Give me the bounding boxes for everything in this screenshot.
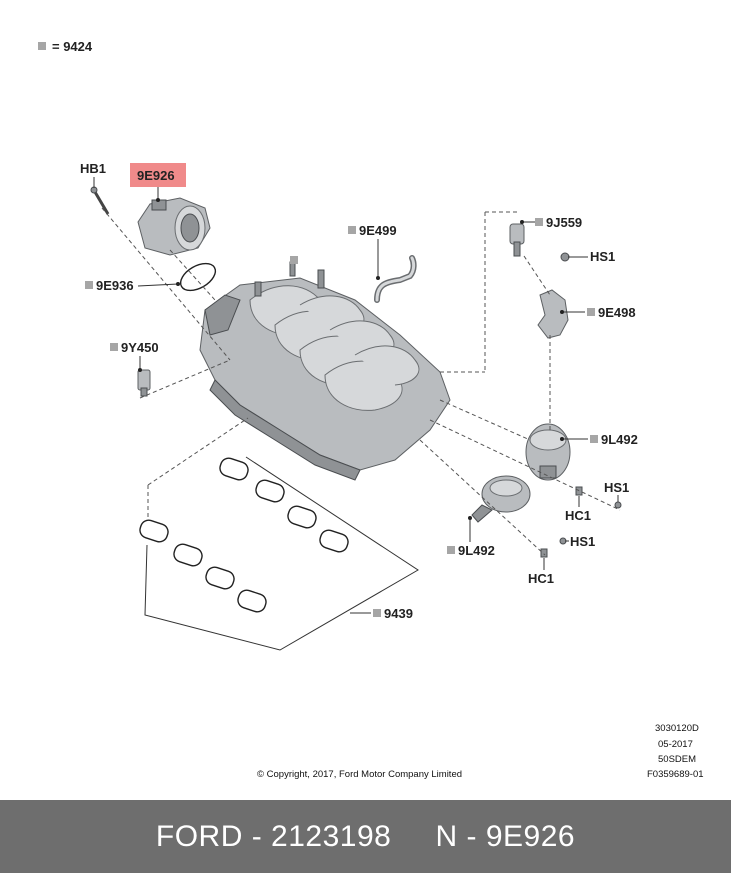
copyright-text: © Copyright, 2017, Ford Motor Company Li… bbox=[257, 769, 462, 780]
callout-square-icon bbox=[110, 343, 118, 351]
footer-bar: FORD - 2123198 N - 9E926 bbox=[0, 800, 731, 873]
callout-9e498: 9E498 bbox=[598, 305, 636, 320]
throttle-body-illustration bbox=[137, 197, 211, 256]
footer-part-number: FORD - 2123198 N - 9E926 bbox=[155, 819, 576, 853]
legend-label: = 9424 bbox=[52, 39, 93, 54]
valve-right-illustration bbox=[525, 423, 571, 481]
callout-square-icon bbox=[290, 256, 298, 264]
callout-hb1: HB1 bbox=[80, 161, 106, 176]
callout-hs1-mid: HS1 bbox=[604, 480, 629, 495]
o-ring-gasket-illustration bbox=[179, 262, 217, 292]
intake-manifold-illustration bbox=[199, 261, 451, 481]
callout-square-icon bbox=[373, 609, 381, 617]
hose-illustration bbox=[374, 255, 417, 303]
highlight-box bbox=[130, 163, 186, 187]
parts-diagram: = 9424 bbox=[38, 39, 704, 780]
legend-square-icon bbox=[38, 42, 46, 50]
doc-info-line4: F0359689-01 bbox=[647, 769, 704, 780]
clip-mid-illustration bbox=[575, 486, 583, 496]
gasket-group-bracket bbox=[144, 456, 419, 651]
callout-square-icon bbox=[447, 546, 455, 554]
screw-illustration bbox=[560, 252, 570, 262]
callout-9l492-left: 9L492 bbox=[458, 543, 495, 558]
callout-9e499: 9E499 bbox=[359, 223, 397, 238]
callout-square-icon bbox=[348, 226, 356, 234]
screw-mid-illustration bbox=[614, 501, 622, 509]
connector-illustration bbox=[509, 223, 525, 257]
bracket-illustration bbox=[537, 289, 569, 339]
manifold-gaskets-illustration bbox=[139, 457, 349, 613]
callout-9j559: 9J559 bbox=[546, 215, 582, 230]
callout-hs1-low: HS1 bbox=[570, 534, 595, 549]
valve-left-illustration bbox=[471, 475, 531, 523]
callout-square-icon bbox=[85, 281, 93, 289]
doc-info-line3: 50SDEM bbox=[658, 754, 696, 765]
callout-hc1-low: HC1 bbox=[528, 571, 554, 586]
sensor-illustration bbox=[137, 369, 151, 397]
callout-9y450: 9Y450 bbox=[121, 340, 159, 355]
callout-square-icon bbox=[587, 308, 595, 316]
callout-9439: 9439 bbox=[384, 606, 413, 621]
bolt-illustration bbox=[90, 186, 110, 215]
doc-info-line2: 05-2017 bbox=[658, 739, 693, 750]
callout-9e936: 9E936 bbox=[96, 278, 134, 293]
callout-square-icon bbox=[535, 218, 543, 226]
callout-9e926: 9E926 bbox=[137, 168, 175, 183]
callout-square-icon bbox=[590, 435, 598, 443]
callout-9l492-right: 9L492 bbox=[601, 432, 638, 447]
callout-hs1-top: HS1 bbox=[590, 249, 615, 264]
clip-low-illustration bbox=[540, 548, 548, 558]
doc-info-line1: 3030120D bbox=[655, 723, 699, 734]
callout-hc1-mid: HC1 bbox=[565, 508, 591, 523]
